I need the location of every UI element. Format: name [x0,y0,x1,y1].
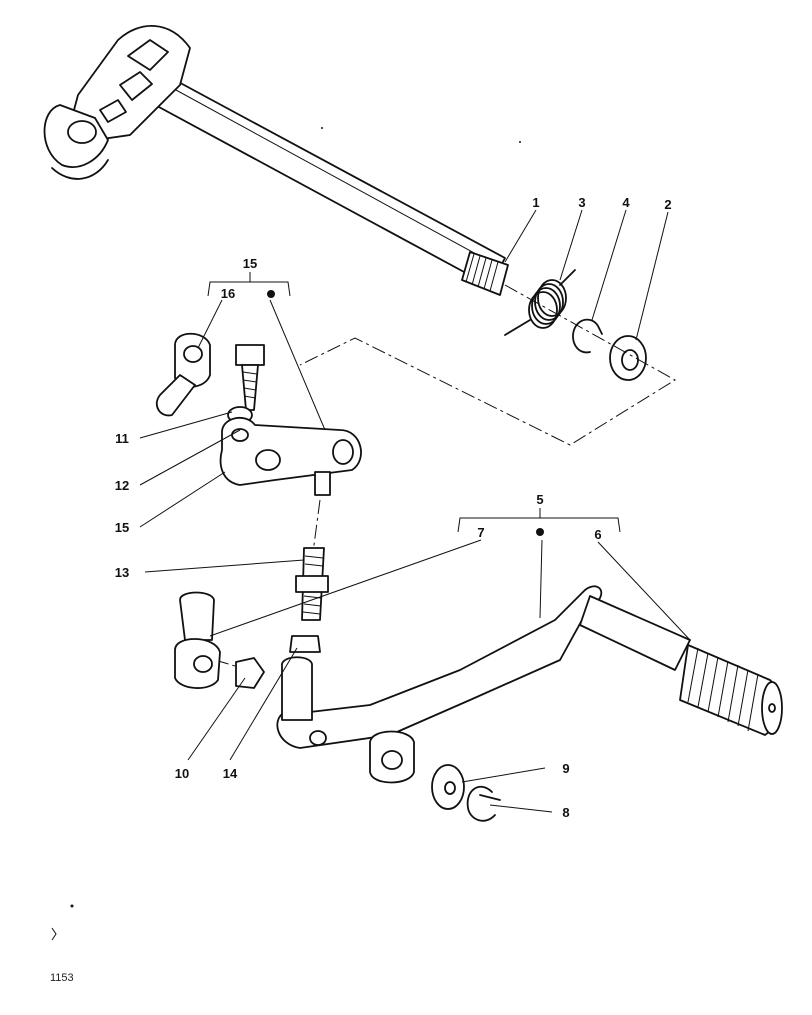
assembly-marker-15 [267,290,275,298]
speck [519,141,521,143]
callout-14: 14 [223,766,238,781]
callout-3: 3 [578,195,585,210]
callout-6: 6 [594,527,601,542]
assembly-marker-5 [536,528,544,536]
clamp-bolt [235,344,265,411]
margin-mark [51,927,57,941]
rod-end-lower [174,591,221,689]
callout-15-group: 15 [243,256,257,271]
circlip [572,318,603,354]
callout-8: 8 [562,805,569,820]
callout-5: 5 [536,492,543,507]
oil-seal [609,335,647,381]
callout-12: 12 [115,478,129,493]
callout-9: 9 [562,761,569,776]
rod-end-upper [155,332,211,417]
hex-nut-10 [235,657,265,689]
speck [321,127,323,129]
callout-11: 11 [115,431,129,446]
gearshift-shaft [43,25,509,296]
retaining-clip [466,786,501,822]
gearshift-lever [276,585,783,784]
leader-lines [139,209,691,813]
group-bracket-15 [207,281,291,297]
callout-10: 10 [175,766,189,781]
adjuster-rod [295,547,329,621]
return-spring [504,269,576,336]
callout-13: 13 [115,565,129,580]
page-code: 1153 [50,972,74,984]
lock-nut [289,635,321,653]
callout-16: 16 [221,286,235,301]
callout-4: 4 [622,195,630,210]
gearshift-arm [219,416,362,496]
group-bracket-5 [457,517,621,533]
callout-1: 1 [532,195,539,210]
assembly-axis-line [299,284,676,446]
speck [70,904,74,908]
callout-15: 15 [115,520,129,535]
washer-9 [431,764,465,810]
callout-7: 7 [477,525,484,540]
callout-2: 2 [664,197,671,212]
